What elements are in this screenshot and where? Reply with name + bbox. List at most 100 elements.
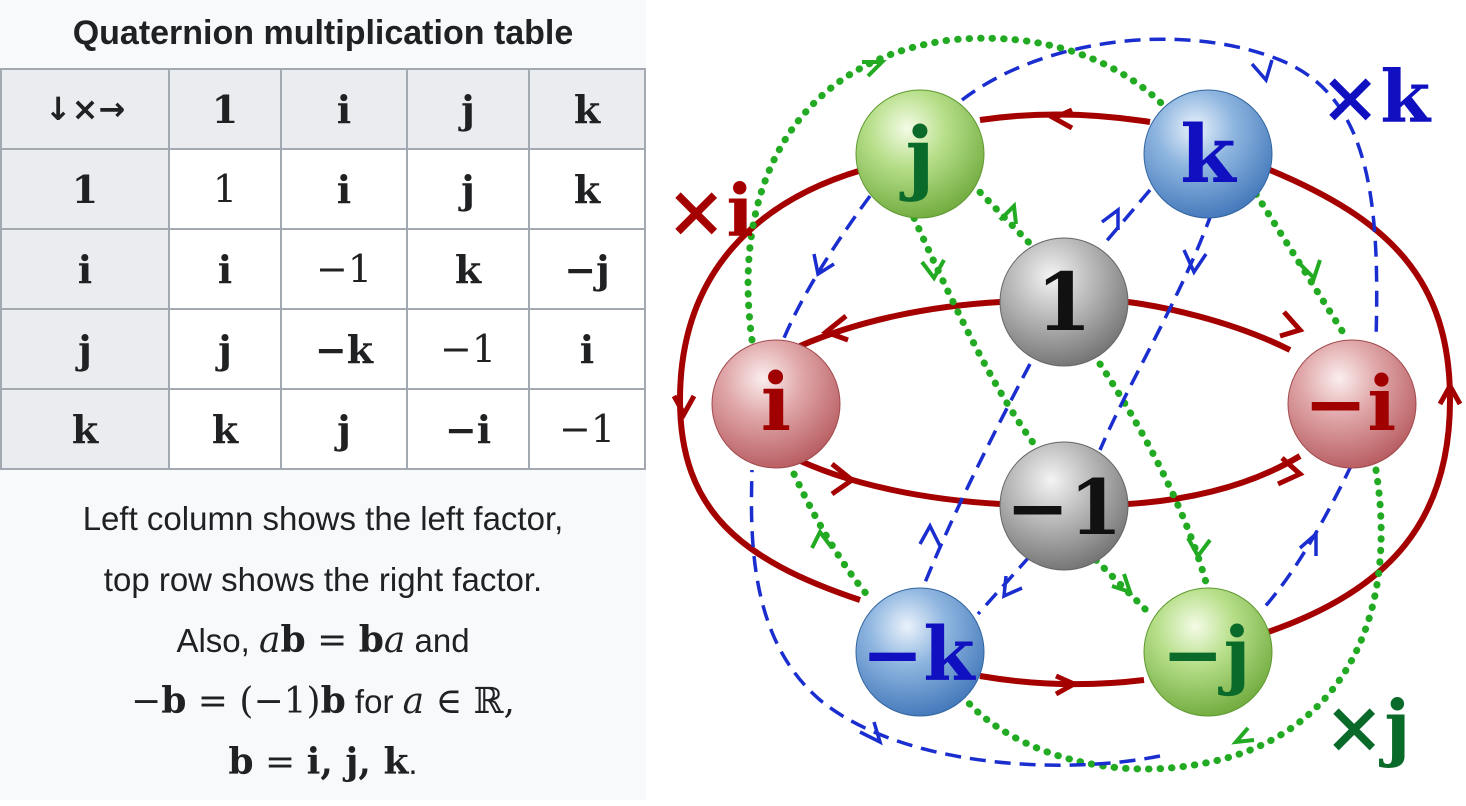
multiplication-table: ↓×→ 1 i j k 1 1 i j k i i −1 k −j j j −k… [0,68,646,470]
j-cycle-paths [744,34,1385,773]
arrowhead [862,60,887,78]
k-cycle-paths [749,37,1379,767]
table-row: k k j −i −1 [0,388,646,470]
math-symbol: ∈ ℝ, [424,681,515,722]
arrowhead [1100,206,1120,230]
math-symbol: a [383,620,406,661]
table-cell: i [280,148,408,230]
node-label: k [1180,107,1237,201]
k-cycle-outer-top [960,37,1379,341]
table-cell: k [406,228,530,310]
table-cell: k [528,148,646,230]
table-cell: 1 [168,148,282,230]
math-symbol: b [358,619,384,661]
i-cycle-inner-top [798,299,1292,353]
k-cycle-inner-4 [920,363,1032,591]
node-i: i [711,339,841,469]
math-symbol: = (−1) [186,681,321,722]
arrowhead [812,253,835,277]
math-symbol: b [161,680,187,722]
table-header-cell: k [528,68,646,150]
row-label-cell: k [0,388,170,470]
table-cell: j [406,148,530,230]
table-cell: −i [406,388,530,470]
node-j: j [855,89,985,219]
arrowhead [820,314,849,343]
caption-line: −b = (−1)b for a ∈ ℝ, [0,671,646,732]
caption-text: Also, [176,622,259,659]
table-cell: i [528,308,646,390]
caption-line: Left column shows the left factor, [82,500,564,537]
i-cycle-outer-right [1267,167,1454,635]
node-k: k [1143,89,1273,219]
j-cycle-inner-6 [1092,556,1152,616]
math-symbol: a [402,681,425,722]
math-symbol: i, j, k [306,741,409,783]
i-cycle-outer-left [676,167,863,603]
i-cycle-arrowheads [671,107,1463,697]
table-header-cell: j [406,68,530,150]
caption-line: b = i, j, k. [0,732,646,793]
row-label-cell: i [0,228,170,310]
table-cell: j [280,388,408,470]
caption-text: for [345,683,403,720]
node-label: −1 [1006,463,1123,552]
table-cell: −j [528,228,646,310]
node-label: i [761,355,791,449]
arrowhead [671,394,697,420]
times-i-label: ×i [666,168,754,253]
math-symbol: = [305,620,359,661]
table-header-cell: 1 [168,68,282,150]
j-cycle-arrowheads [810,60,1322,745]
row-label-cell: 1 [0,148,170,230]
arrowhead [830,462,857,497]
arrowhead [1437,380,1463,406]
arrowhead [1250,59,1274,84]
node-label: −j [1162,612,1251,698]
j-cycle-inner-5 [790,470,874,602]
i-cycle-paths [676,111,1454,688]
math-symbol: a [258,620,281,661]
arrowhead [918,522,942,547]
node-label: 1 [1036,255,1092,349]
arrowhead [1186,537,1212,560]
table-cell: k [168,388,282,470]
table-header-cell: i [280,68,408,150]
i-cycle-inner-bottom [788,453,1302,507]
node-neg-j: −j [1143,587,1273,717]
caption-line: Also, ab = ba and [0,610,646,671]
table-cell: −1 [280,228,408,310]
arrowhead [1111,573,1134,596]
caption-line: top row shows the right factor. [103,561,543,598]
arrowhead [859,721,883,746]
math-symbol: b [280,619,306,661]
arrowhead [1298,530,1318,556]
multiplication-table-panel: Quaternion multiplication table ↓×→ 1 i … [0,0,646,800]
node-neg-one: −1 [999,441,1129,571]
math-symbol: − [131,681,162,722]
math-symbol: b [228,741,254,783]
j-cycle-outer-bottom [962,466,1385,773]
table-row: i i −1 k −j [0,228,646,310]
k-cycle-inner-3 [1098,211,1214,451]
table-corner-cell: ↓×→ [0,68,170,150]
k-cycle-inner-2 [1102,188,1152,246]
arrowhead [810,528,834,550]
i-cycle-outer-bottom [979,673,1145,688]
k-cycle-inner-6 [1258,463,1354,614]
row-label-cell: j [0,308,170,390]
times-k-label: ×k [1320,54,1432,139]
caption-text: and [405,622,470,659]
table-cell: i [168,228,282,310]
arrowhead [1182,249,1208,276]
math-symbol: = [253,742,307,783]
node-neg-k: −k [855,587,985,717]
arrowhead [1231,726,1255,745]
table-title: Quaternion multiplication table [72,14,574,52]
node-label: −k [861,612,976,698]
j-cycle-inner-4 [1096,360,1212,594]
table-cell: j [168,308,282,390]
table-cell: −1 [406,308,530,390]
arrowhead [1298,259,1322,282]
quaternion-cycle-diagram: j k 1 i −i −1 −k −j ×i ×k ×j [666,34,1463,773]
